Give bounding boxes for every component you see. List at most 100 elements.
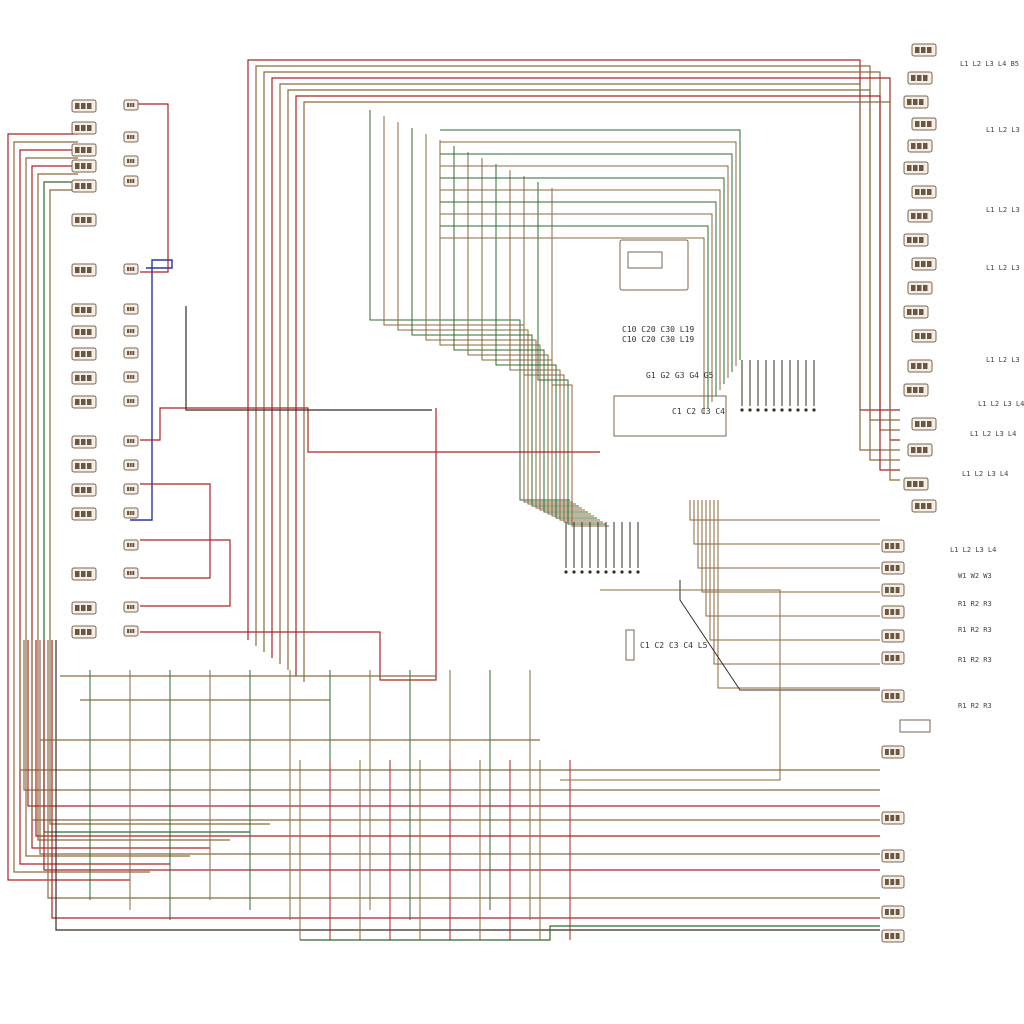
connector-left-15 <box>71 507 97 521</box>
wire-11 <box>271 77 900 658</box>
wire-47 <box>19 640 880 771</box>
wire-25 <box>495 164 597 519</box>
wire-28 <box>537 182 606 525</box>
connector-right-1 <box>907 71 933 85</box>
wire-1 <box>13 141 150 873</box>
connector-left-b-13 <box>123 507 139 519</box>
wire-34 <box>440 177 725 384</box>
label-right-lower-4: R1 R2 R3 <box>958 656 992 664</box>
connector-left-b-8 <box>123 371 139 383</box>
connector-right-5 <box>903 161 929 175</box>
wire-3 <box>25 157 190 857</box>
fuse-block <box>625 629 635 661</box>
wire-26 <box>509 170 600 521</box>
wire-7 <box>49 189 270 825</box>
wire-10 <box>263 71 900 652</box>
connector-left-b-4 <box>123 263 139 275</box>
wire-5 <box>37 173 230 841</box>
center-module <box>613 239 931 733</box>
wire-0 <box>7 133 130 881</box>
connector-right-12 <box>911 329 937 343</box>
connector-left-b-15 <box>123 567 139 579</box>
label-right-9: L1 L2 L3 L4 <box>950 546 996 554</box>
connector-left-17 <box>71 601 97 615</box>
pin-row-center-upper <box>740 360 816 412</box>
connector-left-b-14 <box>123 539 139 551</box>
wire-84 <box>693 500 880 545</box>
wire-44 <box>140 539 231 607</box>
wire-32 <box>440 153 733 372</box>
label-right-2: L1 L2 L3 L4 <box>986 126 1024 134</box>
connector-right-13 <box>907 359 933 373</box>
connector-right-lower-7 <box>881 745 905 759</box>
connector-left-6 <box>71 263 97 277</box>
connector-left-b-0 <box>123 99 139 111</box>
connector-left-b-6 <box>123 325 139 337</box>
wire-48 <box>23 640 880 791</box>
wire-35 <box>440 189 721 390</box>
wire-43 <box>140 483 211 579</box>
wire-8 <box>247 59 900 640</box>
label-right-7: L1 L2 L3 L4 <box>970 430 1016 438</box>
connector-right-3 <box>911 117 937 131</box>
connector-left-1 <box>71 121 97 135</box>
connector-right-lower-2 <box>881 583 905 597</box>
wire-39 <box>440 237 705 414</box>
connector-right-lower-4 <box>881 629 905 643</box>
wire-31 <box>440 141 737 366</box>
connector-left-0 <box>71 99 97 113</box>
connector-right-16 <box>907 443 933 457</box>
wire-56 <box>55 640 880 931</box>
wire-29 <box>551 188 609 527</box>
connector-right-7 <box>907 209 933 223</box>
wire-45 <box>140 408 437 681</box>
wire-52 <box>39 640 880 855</box>
wire-23 <box>467 152 591 515</box>
connector-right-8 <box>903 233 929 247</box>
connector-left-b-2 <box>123 155 139 167</box>
wire-55 <box>51 640 880 919</box>
connector-right-2 <box>903 95 929 109</box>
connector-left-4 <box>71 179 97 193</box>
connector-right-lower-8 <box>881 811 905 825</box>
label-right-lower-5: R1 R2 R3 <box>958 702 992 710</box>
connector-left-7 <box>71 303 97 317</box>
connector-left-b-11 <box>123 459 139 471</box>
wire-88 <box>709 500 880 641</box>
connector-left-5 <box>71 213 97 227</box>
wire-87 <box>705 500 880 617</box>
label-right-3: L1 L2 L3 L4 <box>986 206 1024 214</box>
connector-left-14 <box>71 483 97 497</box>
connector-left-b-17 <box>123 625 139 637</box>
label-right-4: L1 L2 L3 L4 <box>986 264 1024 272</box>
label-right-lower-2: R1 R2 R3 <box>958 600 992 608</box>
connector-right-14 <box>903 383 929 397</box>
wire-50 <box>31 640 880 821</box>
center-connector-block <box>613 395 727 437</box>
wire-38 <box>440 225 709 408</box>
label-center-mid: G1 G2 G3 G4 G5 <box>646 371 714 380</box>
connector-right-lower-3 <box>881 605 905 619</box>
connector-right-lower-12 <box>881 929 905 943</box>
connector-group <box>71 43 937 943</box>
connector-left-12 <box>71 435 97 449</box>
connector-left-b-5 <box>123 303 139 315</box>
wire-79 <box>300 925 880 941</box>
wire-53 <box>43 640 880 871</box>
wire-85 <box>697 500 880 569</box>
connector-left-3 <box>71 159 97 173</box>
connector-left-b-3 <box>123 175 139 187</box>
wire-16 <box>369 110 570 501</box>
connector-right-lower-6 <box>881 689 905 703</box>
wire-86 <box>701 500 880 593</box>
wire-90 <box>717 500 880 689</box>
relay-block <box>899 719 931 733</box>
wire-54 <box>47 640 880 899</box>
wire-12 <box>279 83 900 664</box>
wire-49 <box>27 640 880 807</box>
connector-left-10 <box>71 371 97 385</box>
wire-36 <box>440 201 717 396</box>
wire-46 <box>185 306 432 411</box>
label-center-top-2: C10 C20 C30 L19 <box>622 335 694 344</box>
